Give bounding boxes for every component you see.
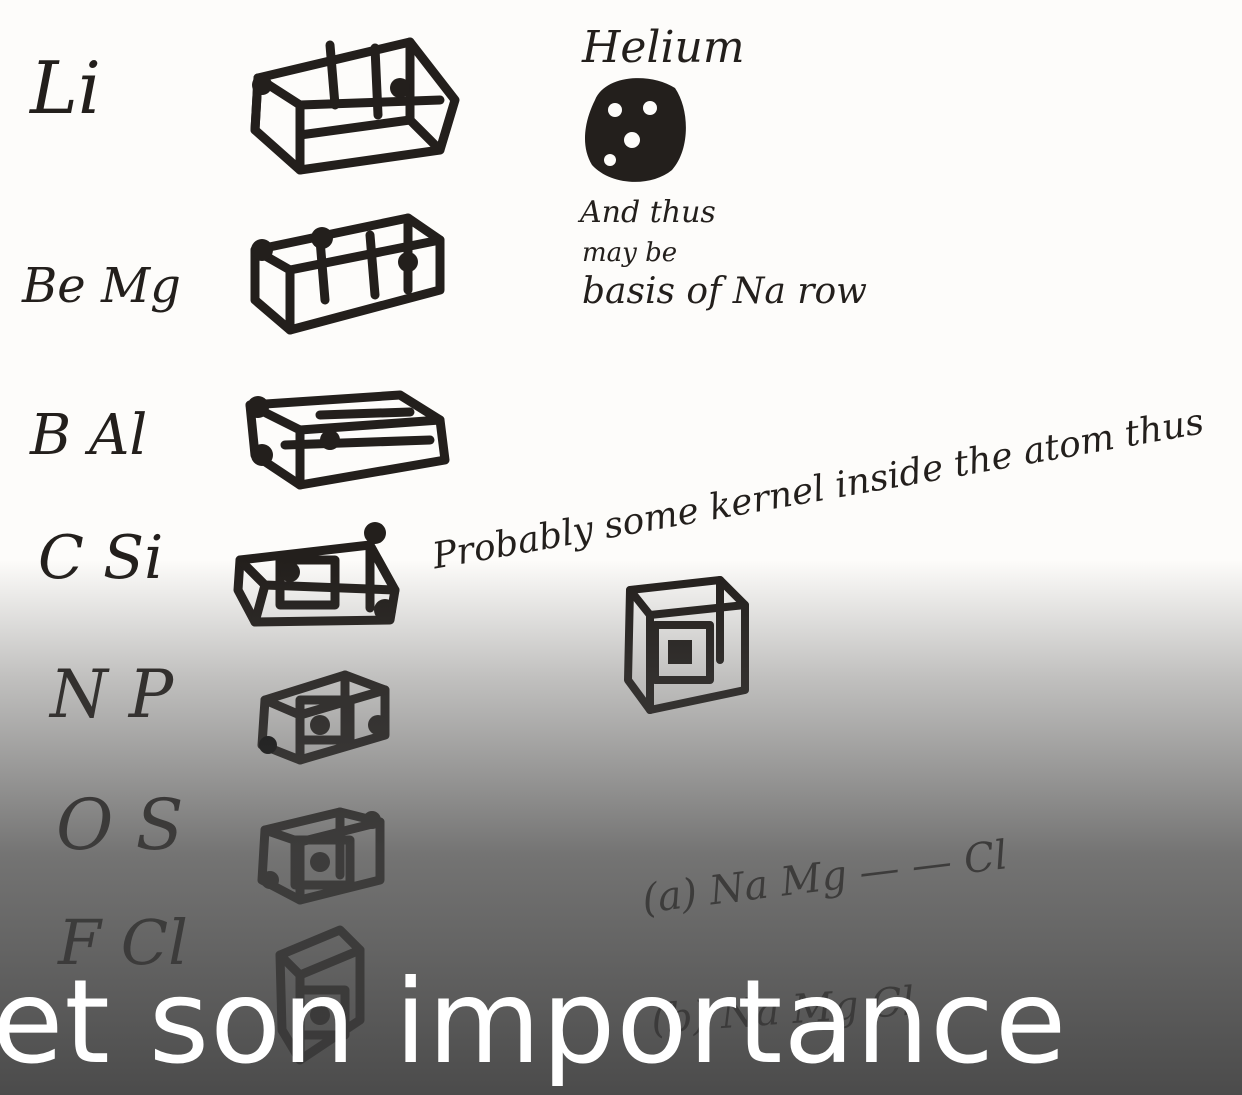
cube-o-s-icon	[261, 811, 381, 900]
kernel-inside-cube-icon	[628, 580, 745, 710]
cube-be-mg-icon	[251, 218, 440, 330]
cube-b-al-icon	[247, 395, 445, 485]
cube-c-si-icon	[238, 522, 396, 622]
helium-kernel-icon	[585, 78, 686, 182]
slide-caption: et son importance	[0, 965, 1067, 1081]
cube-n-p-icon	[259, 675, 388, 760]
cube-li-icon	[252, 42, 455, 170]
